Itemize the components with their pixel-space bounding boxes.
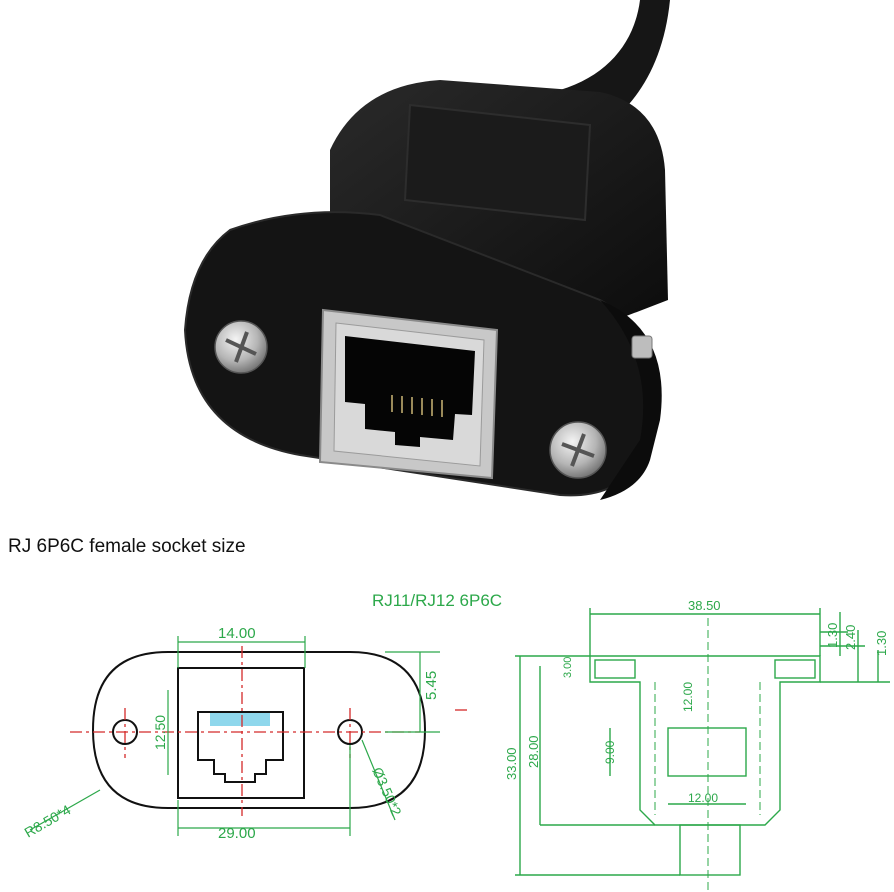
front-dimension-lines [29, 636, 440, 836]
side-port-width: 12.00 [688, 791, 718, 805]
front-outline [91, 651, 427, 809]
front-radius: R8.50*4 [22, 801, 74, 840]
side-flange-right [774, 659, 816, 679]
side-port [667, 727, 747, 777]
front-contacts [210, 713, 270, 726]
housing-top-face [403, 103, 592, 222]
side-top-3: 1.30 [874, 631, 889, 656]
side-view [515, 608, 890, 876]
screw-right [549, 421, 607, 479]
side-top-2: 2.40 [843, 625, 858, 650]
side-port-height: 9.00 [603, 740, 617, 764]
front-socket-outline [177, 667, 305, 799]
port-opening [345, 336, 475, 447]
front-right-offset: 5.45 [423, 671, 440, 700]
front-view [91, 651, 427, 809]
caption: RJ 6P6C female socket size [8, 536, 246, 557]
port-contacts [391, 395, 443, 417]
side-top-1: 1.30 [825, 623, 840, 648]
side-width-total: 38.50 [688, 598, 721, 613]
side-flange-left [594, 659, 636, 679]
side-height-total: 33.00 [504, 747, 519, 780]
side-outline [589, 655, 821, 826]
side-inner-depth: 12.00 [681, 682, 695, 712]
side-height-body: 28.00 [526, 735, 541, 768]
side-flange: 3.00 [562, 657, 574, 678]
side-port-foot [679, 824, 741, 876]
drawing-title: RJ11/RJ12 6P6C [372, 591, 502, 610]
front-hole: Ø3.50*2 [369, 765, 405, 819]
front-port [197, 711, 284, 783]
front-centerlines [70, 646, 470, 816]
front-width-total: 29.00 [218, 825, 256, 842]
screw-left [214, 320, 268, 374]
screw-back [631, 335, 653, 359]
front-width-top: 14.00 [218, 625, 256, 642]
product-photo [183, 0, 670, 500]
side-centerlines [654, 618, 761, 890]
dimension-drawing: RJ11/RJ12 6P6C 14.00 5.45 12.50 29.00 R8… [22, 591, 890, 890]
front-height-inner: 12.50 [152, 715, 168, 750]
